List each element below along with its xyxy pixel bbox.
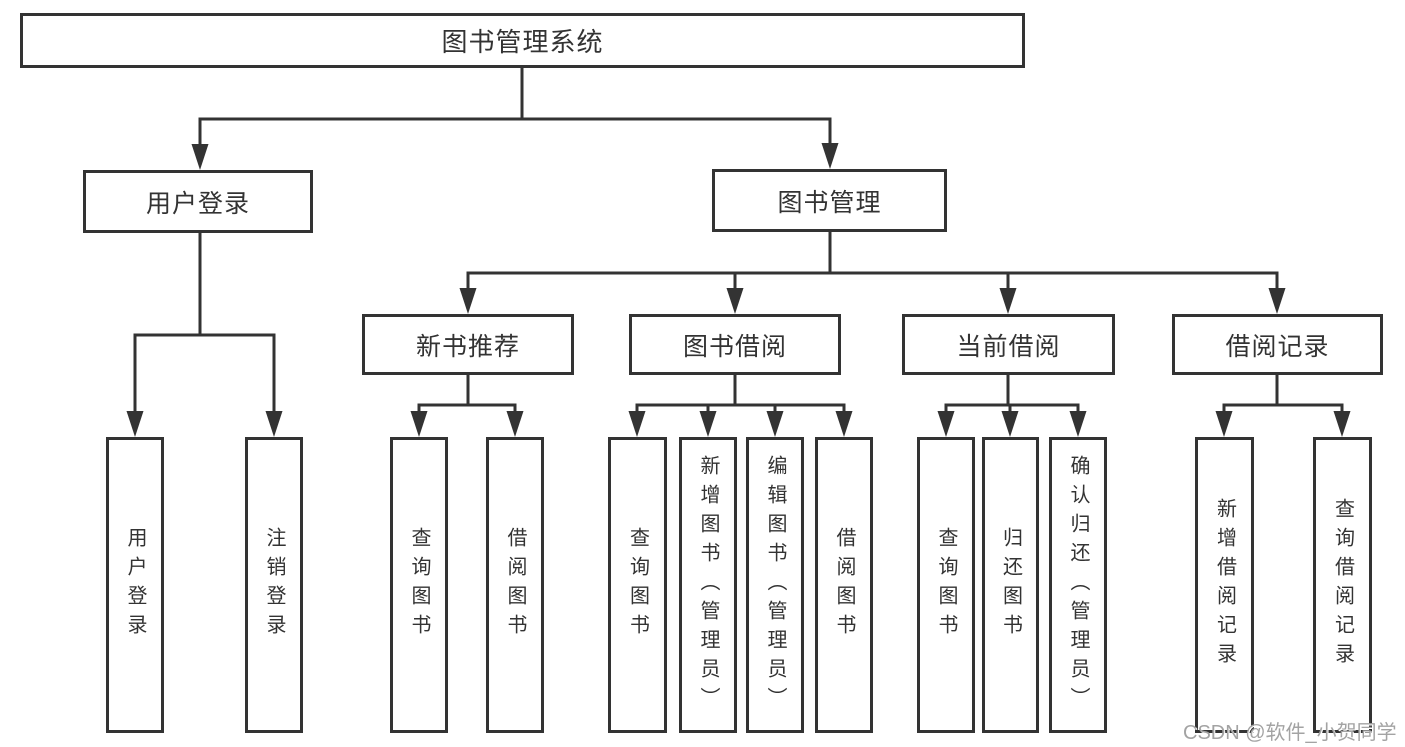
node-user-login: 用户登录 (83, 170, 313, 233)
leaf-confirm-return-admin: 确认归还（管理员） (1049, 437, 1107, 733)
leaf-return-books: 归还图书 (982, 437, 1039, 733)
leaf-user-login: 用户登录 (106, 437, 164, 733)
arrowhead (1268, 288, 1286, 314)
arrowhead (1069, 411, 1087, 437)
node-borrowing-records: 借阅记录 (1172, 314, 1383, 375)
arrowheads (126, 143, 1351, 437)
arrowhead (699, 411, 717, 437)
arrowhead (459, 288, 477, 314)
arrowhead (191, 144, 209, 170)
node-current-borrowing: 当前借阅 (902, 314, 1115, 375)
csdn-watermark: CSDN @软件_小贺同学 (1183, 722, 1397, 744)
leaf-query-books-2: 查询图书 (608, 437, 667, 733)
arrowhead (821, 143, 839, 169)
arrowhead (835, 411, 853, 437)
leaf-query-borrow-record: 查询借阅记录 (1313, 437, 1372, 733)
node-book-management: 图书管理 (712, 169, 947, 232)
leaf-borrow-books-2: 借阅图书 (815, 437, 873, 733)
arrowhead (1215, 411, 1233, 437)
arrowhead (726, 288, 744, 314)
arrowhead (999, 288, 1017, 314)
leaf-query-books-3: 查询图书 (917, 437, 975, 733)
arrowhead (410, 411, 428, 437)
arrowhead (937, 411, 955, 437)
arrowhead (1001, 411, 1019, 437)
arrowhead (766, 411, 784, 437)
arrowhead (628, 411, 646, 437)
arrowhead (126, 411, 144, 437)
leaf-add-borrow-record: 新增借阅记录 (1195, 437, 1254, 733)
leaf-edit-books-admin: 编辑图书（管理员） (746, 437, 804, 733)
leaf-add-books-admin: 新增图书（管理员） (679, 437, 737, 733)
arrowhead (265, 411, 283, 437)
arrowhead (506, 411, 524, 437)
leaf-query-books-1: 查询图书 (390, 437, 448, 733)
node-book-borrowing: 图书借阅 (629, 314, 841, 375)
leaf-borrow-books-1: 借阅图书 (486, 437, 544, 733)
node-root-system: 图书管理系统 (20, 13, 1025, 68)
node-new-book-recommend: 新书推荐 (362, 314, 574, 375)
arrowhead (1333, 411, 1351, 437)
leaf-logout: 注销登录 (245, 437, 303, 733)
